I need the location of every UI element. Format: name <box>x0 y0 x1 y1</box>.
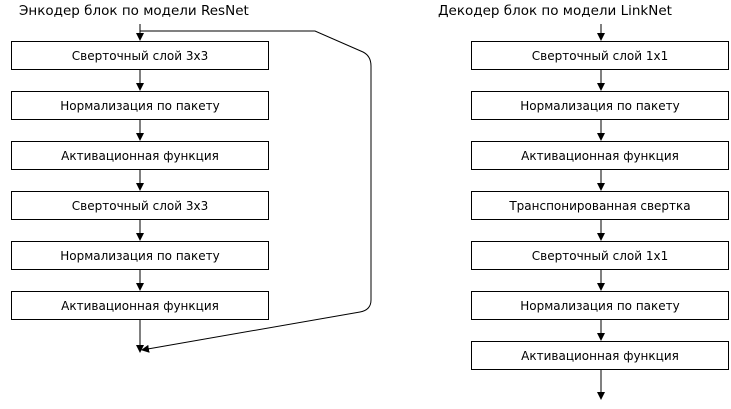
encoder-batchnorm-block: Нормализация по пакету <box>11 91 269 120</box>
decoder-activation-block: Активационная функция <box>471 341 729 370</box>
encoder-activation-block: Активационная функция <box>11 141 269 170</box>
encoder-conv3x3-block: Сверточный слой 3x3 <box>11 41 269 70</box>
decoder-transposed-conv-block: Транспонированная свертка <box>471 191 729 220</box>
encoder-batchnorm-block: Нормализация по пакету <box>11 241 269 270</box>
decoder-batchnorm-block: Нормализация по пакету <box>471 91 729 120</box>
encoder-title: Энкодер блок по модели ResNet <box>19 3 249 19</box>
decoder-conv1x1-block: Сверточный слой 1x1 <box>471 241 729 270</box>
decoder-activation-block: Активационная функция <box>471 141 729 170</box>
residual-skip-connection <box>140 30 372 353</box>
encoder-conv3x3-block: Сверточный слой 3x3 <box>11 191 269 220</box>
decoder-batchnorm-block: Нормализация по пакету <box>471 291 729 320</box>
encoder-activation-block: Активационная функция <box>11 291 269 320</box>
decoder-title: Декодер блок по модели LinkNet <box>438 3 672 19</box>
decoder-conv1x1-block: Сверточный слой 1x1 <box>471 41 729 70</box>
